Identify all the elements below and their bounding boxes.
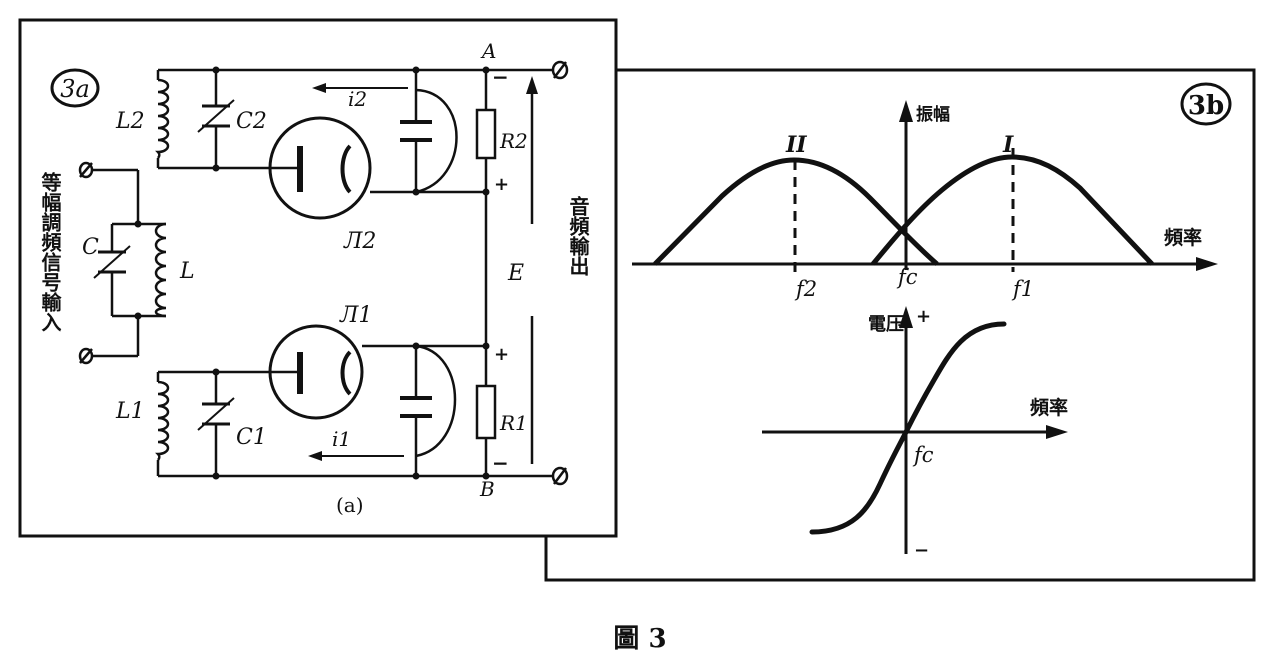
panel-a-frame xyxy=(18,18,618,538)
polarity-bottom-minus: − xyxy=(492,451,509,475)
label-c1: C1 xyxy=(236,425,267,450)
figure-caption: 圖 3 xyxy=(613,624,667,654)
capacitor-bypass-1 xyxy=(400,396,432,418)
top-x-arrow xyxy=(1196,257,1218,271)
polarity-r1-plus: + xyxy=(494,344,509,365)
current-arrow-i2 xyxy=(312,83,408,93)
label-l2: L2 xyxy=(115,109,145,134)
label-tube1: Л1 xyxy=(339,303,372,328)
discriminator-s-curve xyxy=(809,321,1007,535)
bottom-plus: + xyxy=(916,306,931,327)
label-r2: R2 xyxy=(499,129,528,153)
label-a: A xyxy=(480,39,496,63)
svg-text:3a: 3a xyxy=(60,75,90,103)
capacitor-c xyxy=(93,245,131,279)
tube-2 xyxy=(268,116,372,220)
output-arrow-head xyxy=(526,76,538,94)
capacitor-bypass-2 xyxy=(400,120,432,142)
polarity-r2-plus: + xyxy=(494,174,509,195)
tick-fc: fc xyxy=(896,265,918,289)
label-c: C xyxy=(82,235,99,260)
resistor-r2 xyxy=(475,108,497,160)
label-c2: C2 xyxy=(236,109,267,134)
top-ylabel: 振幅 xyxy=(916,104,950,125)
input-label: 等幅調頻信号輸入 xyxy=(38,171,62,332)
terminals xyxy=(78,60,569,486)
bottom-minus: − xyxy=(914,540,929,561)
coil-l2 xyxy=(155,78,170,159)
tick-f2: f2 xyxy=(794,277,817,301)
bottom-ylabel: 電压 xyxy=(868,314,904,335)
top-xlabel: 頻率 xyxy=(1164,226,1202,249)
component-labels: L2 C2 L C L1 C1 R2 R1 Л2 Л1 i2 i1 E A B … xyxy=(82,39,528,517)
polarity-top-minus: − xyxy=(492,65,509,89)
label-l: L xyxy=(179,259,195,284)
svg-text:3b: 3b xyxy=(1188,91,1224,121)
resistor-r1 xyxy=(475,384,497,440)
top-plot-axes xyxy=(632,108,1210,270)
curve-i xyxy=(871,154,1154,266)
bottom-xlabel: 頻率 xyxy=(1030,396,1068,419)
curve-ii-label: II xyxy=(785,132,807,158)
label-i2: i2 xyxy=(348,87,367,111)
label-b: B xyxy=(479,477,495,501)
current-arrow-i1 xyxy=(308,451,404,461)
output-label: 音頻輸出 xyxy=(566,195,590,277)
panel-b-badge: 3b xyxy=(1180,82,1232,126)
junction-dots xyxy=(134,66,490,480)
capacitor-c2 xyxy=(197,99,235,133)
bottom-x-arrow xyxy=(1046,425,1068,439)
label-i1: i1 xyxy=(332,427,351,451)
coil-l xyxy=(154,222,167,318)
label-r1: R1 xyxy=(499,411,528,435)
curve-i-label: I xyxy=(1002,132,1014,158)
label-e: E xyxy=(507,261,524,286)
bottom-y-arrow xyxy=(899,306,913,328)
top-y-arrow xyxy=(899,100,913,122)
tick-f1: f1 xyxy=(1011,277,1034,301)
label-l1: L1 xyxy=(115,399,145,424)
panel-a-sublabel: (a) xyxy=(336,493,364,517)
bottom-tick-fc: fc xyxy=(912,443,934,467)
capacitor-c1 xyxy=(197,397,235,431)
tube-1 xyxy=(268,324,364,420)
panel-a-badge: 3a xyxy=(50,68,100,108)
coil-l1 xyxy=(155,380,170,461)
label-tube2: Л2 xyxy=(343,229,376,254)
